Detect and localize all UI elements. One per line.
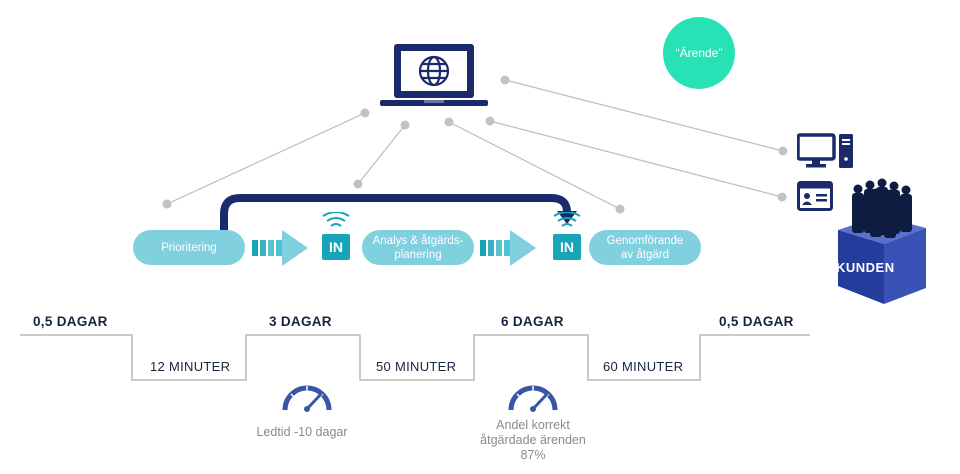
wait-time-1: 0,5 DAGAR [33, 314, 108, 329]
wait-time-3: 6 DAGAR [501, 314, 564, 329]
step-genomforande: Genomförande av åtgärd [589, 230, 701, 265]
people-group-icon [852, 178, 912, 238]
metric-lead-time: Ledtid -10 dagar [256, 425, 348, 439]
connector-dot [400, 120, 410, 130]
connector-dot [162, 199, 172, 209]
wait-time-2: 3 DAGAR [269, 314, 332, 329]
speedometer-icon [508, 385, 558, 412]
process-time-3: 60 MINUTER [603, 359, 684, 374]
inbox-2: IN [553, 234, 581, 260]
flow-arrow-1 [252, 230, 308, 266]
step-analys-planering: Analys & åtgärds- planering [362, 230, 474, 265]
metric-correct-share: Andel korrekt åtgärdade ärenden 87% [480, 418, 586, 462]
connector-dot [500, 75, 510, 85]
customer-label: KUNDEN [836, 260, 895, 275]
web-browser-user-icon [797, 181, 833, 211]
signal-waves-icon [553, 212, 581, 227]
flow-arrow-2 [480, 230, 536, 266]
connector-dot [353, 179, 363, 189]
connector-dot [778, 146, 788, 156]
arende-bubble: “Ärende” [663, 17, 735, 89]
desktop-computer-icon [797, 133, 853, 168]
connector-dot [444, 117, 454, 127]
speedometer-icon [282, 385, 332, 412]
process-time-1: 12 MINUTER [150, 359, 231, 374]
inbox-1: IN [322, 234, 350, 260]
process-time-2: 50 MINUTER [376, 359, 457, 374]
connector-dot [777, 192, 787, 202]
wait-time-4: 0,5 DAGAR [719, 314, 794, 329]
customer-group-icon [838, 178, 926, 304]
connector-dot [615, 204, 625, 214]
signal-waves-icon [322, 212, 350, 227]
connector-dot [485, 116, 495, 126]
connector-dot [360, 108, 370, 118]
step-prioritering: Prioritering [133, 230, 245, 265]
laptop-globe-icon [380, 44, 488, 106]
